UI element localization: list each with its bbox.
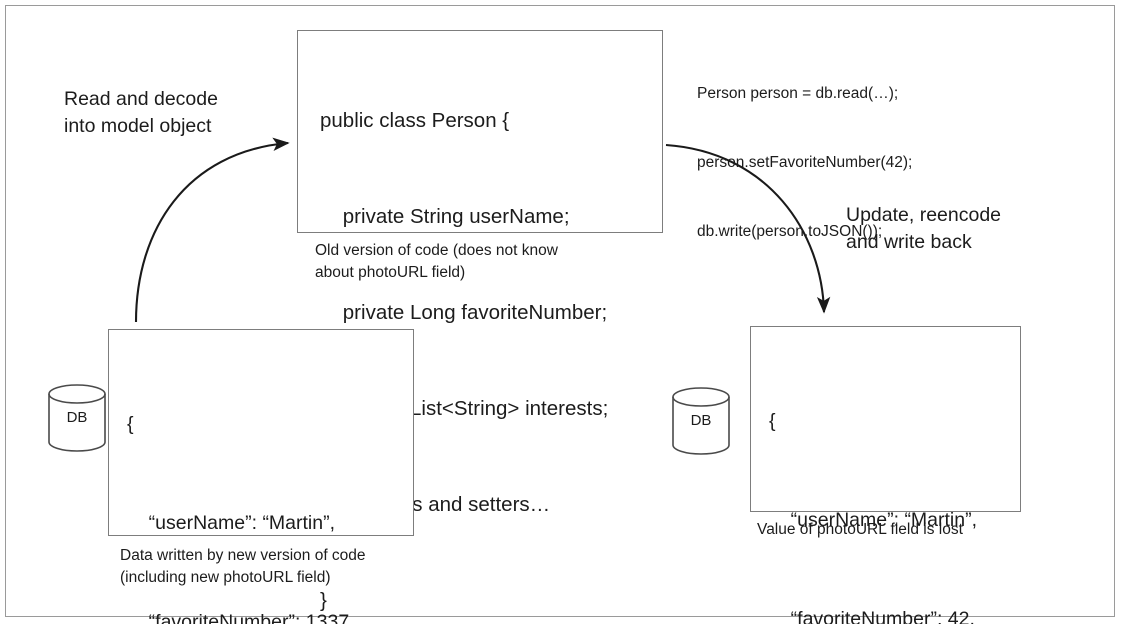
label-line: into model object (64, 115, 212, 137)
stored-record-lines: { “userName”: “Martin”, “favoriteNumber”… (127, 342, 355, 624)
rewritten-record-caption: Value of photoURL field is lost (757, 519, 963, 541)
caption-line: Old version of code (does not know (315, 242, 558, 259)
snippet-line: Person person = db.read(…); (697, 85, 899, 102)
snippet-line: db.write(person.toJSON()); (697, 223, 883, 240)
snippet-line: person.setFavoriteNumber(42); (697, 154, 913, 171)
label-line: and write back (846, 231, 972, 253)
json-line: “favoriteNumber”: 42, (769, 608, 975, 624)
code-line: private String userName; (320, 205, 570, 228)
json-line: “userName”: “Martin”, (127, 512, 336, 534)
label-line: Read and decode (64, 88, 218, 110)
rewritten-record-lines: { “userName”: “Martin”, “favoriteNumber”… (769, 339, 979, 624)
caption-line: Value of photoURL field is lost (757, 521, 963, 538)
json-line: { (127, 413, 134, 435)
caption-line: (including new photoURL field) (120, 569, 331, 586)
database-label: DB (690, 412, 712, 429)
code-line: private Long favoriteNumber; (320, 301, 608, 324)
caption-line: about photoURL field) (315, 264, 466, 281)
caption-line: Data written by new version of code (120, 547, 366, 564)
label-line: Update, reencode (846, 204, 1002, 226)
figure-frame (5, 5, 1115, 617)
old-code-caption: Old version of code (does not know about… (315, 240, 558, 284)
read-update-write-snippet: Person person = db.read(…); person.setFa… (697, 36, 912, 289)
json-line: “userName”: “Martin”, (769, 509, 978, 531)
code-line: public class Person { (320, 109, 510, 132)
stored-record-caption: Data written by new version of code (inc… (120, 545, 366, 589)
database-icon (48, 384, 106, 452)
arrow-read-label: Read and decode into model object (64, 86, 218, 140)
code-line: } (320, 589, 327, 612)
database-cylinder-right: DB (670, 385, 732, 459)
json-line: “favoriteNumber”: 1337, (127, 611, 355, 624)
database-label: DB (66, 409, 88, 426)
database-cylinder-left: DB (46, 382, 108, 456)
old-code-box: public class Person { private String use… (297, 30, 663, 612)
json-line: { (769, 410, 776, 432)
stored-record-box: { “userName”: “Martin”, “favoriteNumber”… (108, 329, 414, 624)
rewritten-record-box: { “userName”: “Martin”, “favoriteNumber”… (750, 326, 1021, 624)
arrow-write-label: Update, reencode and write back (846, 202, 1001, 256)
database-icon (672, 387, 730, 455)
